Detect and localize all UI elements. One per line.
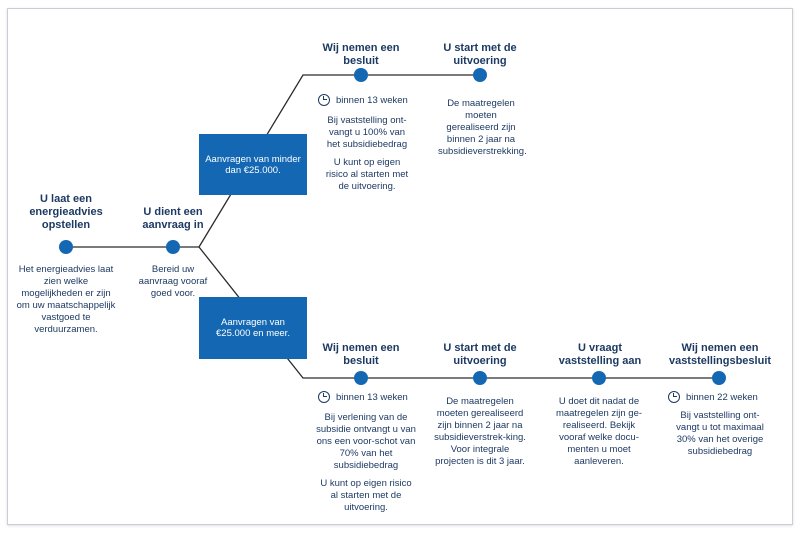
- step-title-energy-advice: U laat een energieadvies opstellen: [29, 193, 103, 231]
- box-large-label: Aanvragen van €25.000 en meer.: [216, 317, 290, 339]
- upper-decision-text-2: U kunt op eigen risico al starten met de…: [325, 157, 409, 192]
- lower-decision-text-2: U kunt op eigen risico al starten met de…: [320, 478, 412, 513]
- lower-final-timing-text: binnen 22 weken: [686, 391, 758, 403]
- upper-decision-timing: binnen 13 weken: [318, 94, 408, 106]
- upper-decision-text: Bij vaststelling ont-vangt u 100% van he…: [322, 115, 412, 199]
- lower-decision-timing-text: binnen 13 weken: [336, 391, 408, 403]
- dot-upper-decision: [354, 68, 368, 82]
- box-small-applications: Aanvragen van minder dan €25.000.: [199, 134, 307, 195]
- dot-application: [166, 240, 180, 254]
- box-large-applications: Aanvragen van €25.000 en meer.: [199, 297, 307, 359]
- dot-lower-decision: [354, 371, 368, 385]
- lower-request-title: U vraagt vaststelling aan: [558, 342, 642, 367]
- lower-start-text: De maatregelen moeten gerealiseerd zijn …: [434, 396, 526, 467]
- lower-decision-text-1: Bij verlening van de subsidie ontvangt u…: [316, 412, 416, 471]
- lower-request-text: U doet dit nadat de maatregelen zijn ge-…: [555, 396, 643, 467]
- lower-start-title: U start met de uitvoering: [443, 342, 517, 367]
- upper-start-text: De maatregelen moeten gerealiseerd zijn …: [438, 98, 527, 157]
- lower-final-title: Wij nemen een vaststellingsbesluit: [668, 342, 772, 367]
- clock-icon: [318, 94, 330, 106]
- step-text-energy-advice: Het energieadvies laat zien welke mogeli…: [16, 264, 116, 335]
- step-text-application: Bereid uw aanvraag vooraf goed voor.: [138, 264, 208, 299]
- dot-energy-advice: [59, 240, 73, 254]
- diagram-frame: [7, 8, 793, 525]
- dot-lower-request: [592, 371, 606, 385]
- lower-decision-timing: binnen 13 weken: [318, 391, 408, 403]
- lower-final-text: Bij vaststelling ont-vangt u tot maximaa…: [676, 410, 764, 457]
- lower-decision-text: Bij verlening van de subsidie ontvangt u…: [316, 412, 416, 520]
- clock-icon: [318, 391, 330, 403]
- lower-decision-title: Wij nemen een besluit: [322, 342, 400, 367]
- step-title-application: U dient een aanvraag in: [142, 206, 204, 231]
- upper-decision-timing-text: binnen 13 weken: [336, 94, 408, 106]
- upper-start-title: U start met de uitvoering: [443, 42, 517, 67]
- dot-lower-start: [473, 371, 487, 385]
- upper-decision-title: Wij nemen een besluit: [322, 42, 400, 67]
- lower-final-timing: binnen 22 weken: [668, 391, 758, 403]
- upper-decision-text-1: Bij vaststelling ont-vangt u 100% van he…: [326, 115, 408, 150]
- dot-upper-start: [473, 68, 487, 82]
- box-small-label: Aanvragen van minder dan €25.000.: [205, 153, 301, 176]
- dot-lower-final: [712, 371, 726, 385]
- clock-icon: [668, 391, 680, 403]
